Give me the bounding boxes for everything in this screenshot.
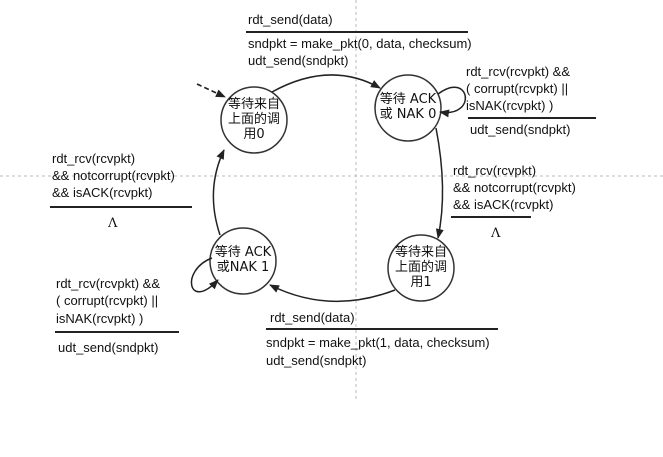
t3-event2: && notcorrupt(rcvpkt): [52, 168, 175, 183]
state-label-s2: 等待来自 上面的调 用1: [386, 245, 456, 290]
loop3-event3: isNAK(rcvpkt) ): [56, 311, 144, 326]
t2-event: rdt_send(data): [270, 310, 355, 325]
state-s2-line1: 等待来自: [394, 245, 447, 260]
state-s2-line2: 上面的调: [394, 260, 447, 275]
arrow-s1-s2: [435, 127, 444, 239]
t0-action2: udt_send(sndpkt): [248, 53, 349, 68]
arrow-s2-s3: [269, 284, 396, 303]
arrow-s0-s1: [271, 74, 381, 93]
t3-action: Λ: [108, 216, 118, 231]
t3-bar: [50, 206, 192, 208]
state-s3-line1: 等待 ACK: [214, 245, 272, 260]
t2-action1: sndpkt = make_pkt(1, data, checksum): [266, 335, 490, 350]
loop3-event2: ( corrupt(rcvpkt) ||: [56, 293, 159, 308]
loop-s1: [437, 86, 466, 118]
state-circle-s2: [387, 234, 455, 302]
state-circle-s3: [209, 227, 277, 295]
t1-action: Λ: [491, 226, 501, 241]
initial-arrow: [196, 83, 226, 98]
loop1-event1: rdt_rcv(rcvpkt) &&: [466, 64, 571, 79]
t0-bar: [246, 31, 468, 33]
state-circle-s1: [374, 74, 442, 142]
state-s3-line2: 或NAK 1: [216, 260, 270, 275]
loop-s3: [190, 257, 219, 293]
state-s1-line1: 等待 ACK: [379, 92, 437, 107]
state-s0-line2: 上面的调: [227, 112, 280, 127]
loop1-action: udt_send(sndpkt): [470, 122, 571, 137]
state-circle-s0: [220, 86, 288, 154]
state-s1-line2: 或 NAK 0: [379, 107, 437, 122]
t1-event2: && notcorrupt(rcvpkt): [453, 180, 576, 195]
state-s0-line3: 用0: [243, 127, 265, 142]
state-label-s1: 等待 ACK 或 NAK 0: [373, 92, 443, 122]
t1-event1: rdt_rcv(rcvpkt): [453, 163, 537, 178]
t0-event: rdt_send(data): [248, 12, 333, 27]
loop1-event3: isNAK(rcvpkt) ): [466, 98, 554, 113]
state-label-s0: 等待来自 上面的调 用0: [219, 97, 289, 142]
loop3-bar: [55, 331, 179, 333]
t1-bar: [451, 216, 531, 218]
t2-bar: [266, 328, 498, 330]
loop3-event1: rdt_rcv(rcvpkt) &&: [56, 276, 161, 291]
state-s0-line1: 等待来自: [227, 97, 280, 112]
t1-event3: && isACK(rcvpkt): [453, 197, 554, 212]
loop1-event2: ( corrupt(rcvpkt) ||: [466, 81, 569, 96]
t3-event3: && isACK(rcvpkt): [52, 185, 153, 200]
loop1-bar: [468, 117, 596, 119]
state-label-s3: 等待 ACK 或NAK 1: [208, 245, 278, 275]
state-s2-line3: 用1: [410, 275, 432, 290]
t0-action1: sndpkt = make_pkt(0, data, checksum): [248, 36, 472, 51]
loop3-action: udt_send(sndpkt): [58, 340, 159, 355]
t2-action2: udt_send(sndpkt): [266, 353, 367, 368]
t3-event1: rdt_rcv(rcvpkt): [52, 151, 136, 166]
arrow-s3-s0: [212, 149, 225, 236]
